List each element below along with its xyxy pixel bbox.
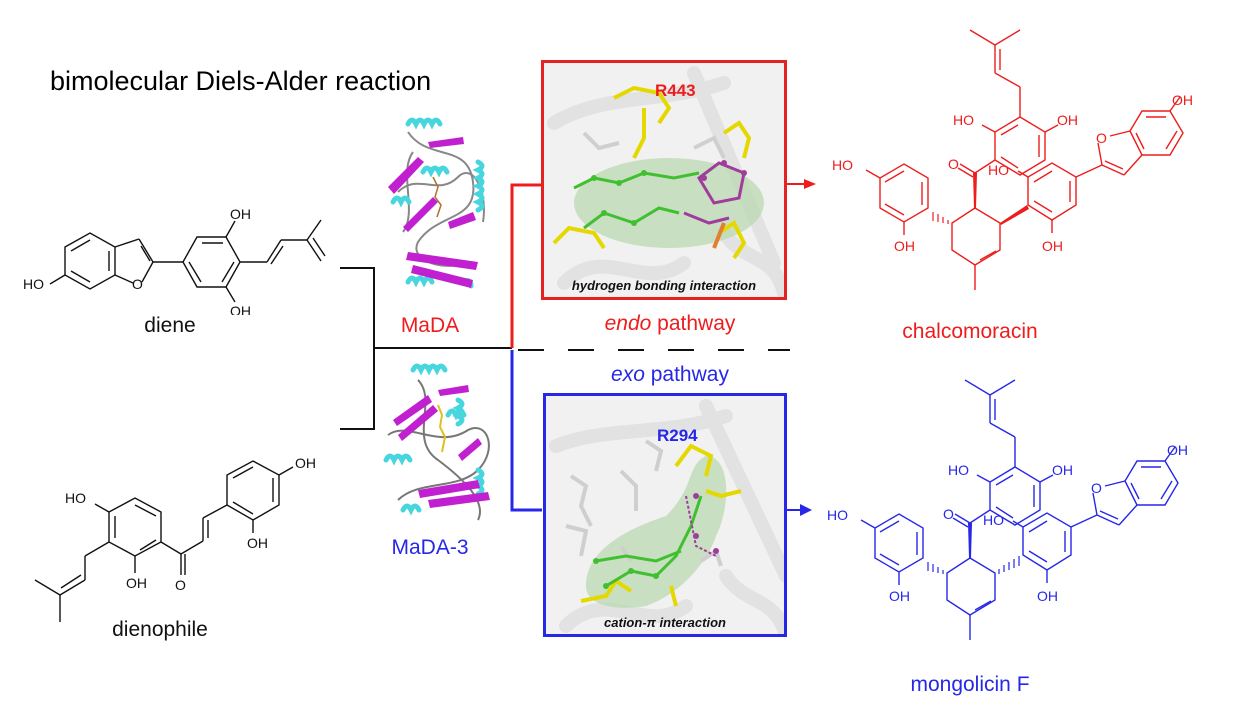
chalcomoracin-structure: HO OH OH O O HO HO OH OH <box>832 29 1193 290</box>
chalcomoracin-carbonyl-o: O <box>948 156 959 172</box>
dienophile-label: dienophile <box>112 618 208 641</box>
endo-pathway-label: endo pathway <box>580 312 760 336</box>
mongolicin-f-structure: HO OH OH O O HO HO OH OH <box>827 379 1188 640</box>
mongolicin-carbonyl-o: O <box>943 506 954 522</box>
reactant-bracket <box>340 267 375 430</box>
mongolicin-ho-left: HO <box>827 507 848 523</box>
exo-binding-pocket-image <box>549 399 784 634</box>
chalcomoracin-oh-left-bottom: OH <box>894 238 915 254</box>
dienophile-oh-ortho: OH <box>247 535 268 551</box>
mongolicin-oh-left-bottom: OH <box>889 588 910 604</box>
mada-label: MaDA <box>400 314 460 337</box>
mongolicin-ho-top-left: HO <box>948 462 969 478</box>
exo-residue-label: R294 <box>657 426 698 445</box>
diene-oh-bottom: OH <box>230 303 251 315</box>
figure-title: bimolecular Diels-Alder reaction <box>50 66 432 96</box>
endo-residue-label: R443 <box>655 81 696 100</box>
chalcomoracin-ho-top-left: HO <box>953 112 974 128</box>
mada3-protein-image <box>383 363 490 521</box>
endo-arrow-head <box>804 179 816 189</box>
diene-ho-label: HO <box>23 276 44 292</box>
endo-interaction-caption: hydrogen bonding interaction <box>571 278 757 293</box>
endo-pathway-word: pathway <box>651 312 736 335</box>
dienophile-oh-right: OH <box>295 455 316 471</box>
diene-structure: HO OH OH O <box>23 206 326 315</box>
mongolicin-f-label: mongolicin F <box>910 673 1030 696</box>
endo-italic: endo <box>604 312 652 335</box>
endo-connector <box>510 183 542 348</box>
diene-furan-o: O <box>132 276 143 292</box>
chalcomoracin-ho-left: HO <box>832 157 853 173</box>
exo-interaction-caption: cation-π interaction <box>604 615 726 630</box>
mongolicin-ho-middle: HO <box>983 512 1004 528</box>
exo-arrow-head <box>800 504 812 516</box>
dienophile-ho-label: HO <box>65 490 86 506</box>
diene-label: diene <box>144 314 196 337</box>
exo-connector <box>510 350 542 512</box>
mada3-label: MaDA-3 <box>391 536 469 559</box>
dienophile-carbonyl-o: O <box>175 577 186 593</box>
mada-protein-image <box>388 117 485 289</box>
chalcomoracin-furan-o: O <box>1096 130 1107 146</box>
exo-pathway-label: exo pathway <box>580 363 760 387</box>
diene-oh-top: OH <box>230 206 251 222</box>
endo-binding-pocket-image <box>547 66 784 297</box>
mongolicin-furan-o: O <box>1091 480 1102 496</box>
mongolicin-oh-right-bottom: OH <box>1037 588 1058 604</box>
dienophile-structure: HO OH O OH OH <box>34 455 316 622</box>
chalcomoracin-oh-right-bottom: OH <box>1042 238 1063 254</box>
exo-pathway-word: pathway <box>644 363 729 386</box>
chalcomoracin-ho-middle: HO <box>988 162 1009 178</box>
endo-docking-panel: R443 hydrogen bonding interaction <box>541 60 787 300</box>
chalcomoracin-label: chalcomoracin <box>902 320 1038 343</box>
exo-italic: exo <box>611 363 645 386</box>
mongolicin-oh-top-right: OH <box>1052 462 1073 478</box>
dienophile-oh-bottom: OH <box>126 575 147 591</box>
mongolicin-oh-benzofuran: OH <box>1167 442 1188 458</box>
exo-docking-panel: R294 cation-π interaction <box>543 393 787 637</box>
chalcomoracin-oh-top-right: OH <box>1057 112 1078 128</box>
chalcomoracin-oh-benzofuran: OH <box>1172 92 1193 108</box>
